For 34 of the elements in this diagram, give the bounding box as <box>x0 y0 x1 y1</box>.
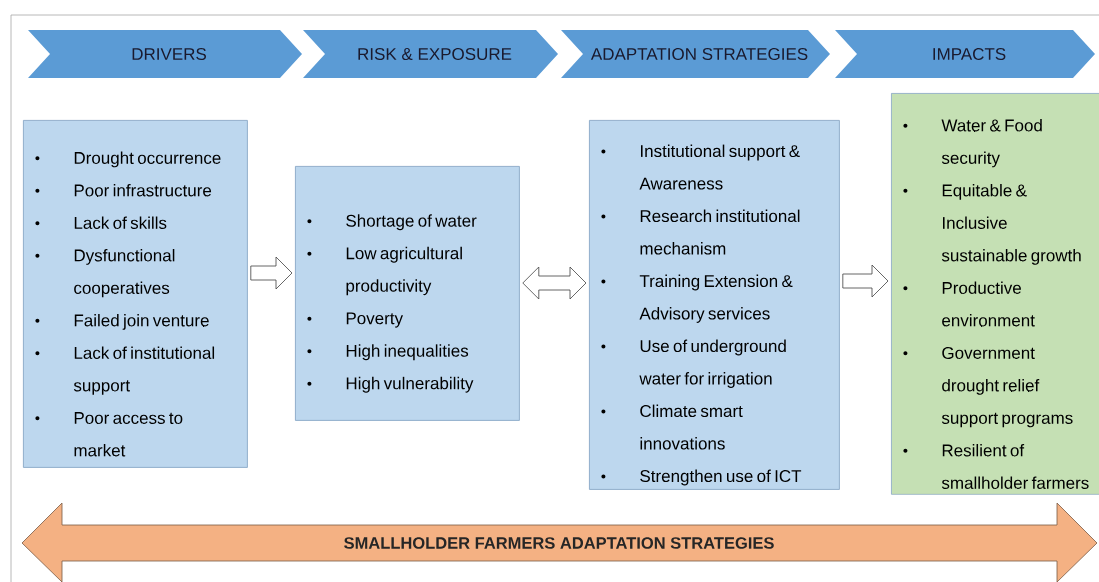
list-item: Use of underground water for irrigation <box>601 339 786 388</box>
block-arrow <box>250 256 293 290</box>
list-item: High inequalities <box>307 344 469 361</box>
chevron-step: ADAPTATION STRATEGIES <box>561 30 830 78</box>
block-arrow <box>522 266 587 300</box>
list-item: High vulnerability <box>307 376 474 393</box>
list-item: Poor access to market <box>35 412 183 457</box>
list-box <box>23 120 248 468</box>
list-item: Strengthen use of ICT <box>601 469 802 486</box>
list-item: Water & Food security <box>903 119 1042 168</box>
list-box <box>891 93 1099 495</box>
list-item: Resilient of smallholder farmers <box>903 444 1089 489</box>
list-box <box>589 120 840 490</box>
list-item: Low agricultural productivity <box>307 246 462 296</box>
chevron-step: RISK & EXPOSURE <box>303 30 558 78</box>
list-item: Productive environment <box>903 281 1035 327</box>
chevron-step: DRIVERS <box>28 30 302 78</box>
list-item: Shortage of water <box>307 214 477 231</box>
block-arrow <box>842 264 889 298</box>
chevron-step: IMPACTS <box>835 30 1095 78</box>
list-item: Drought occurrence <box>35 151 221 168</box>
list-item: Climate smart innovations <box>601 404 743 450</box>
list-item: Poverty <box>307 312 403 328</box>
list-item: Lack of institutional support <box>35 346 215 395</box>
list-item: Institutional support & Awareness <box>601 144 800 190</box>
list-item: Government drought relief support programs <box>903 346 1073 428</box>
list-item: Training Extension & Advisory services <box>601 274 793 323</box>
list-item: Poor infrastructure <box>35 184 212 197</box>
list-item: Failed join venture <box>35 314 209 330</box>
list-item: Lack of skills <box>35 216 167 229</box>
list-item: Dysfunctional cooperatives <box>35 249 175 298</box>
list-box <box>295 166 520 421</box>
list-item: Research institutional mechanism <box>601 209 800 255</box>
list-item: Equitable & Inclusive sustainable growth <box>903 184 1081 265</box>
